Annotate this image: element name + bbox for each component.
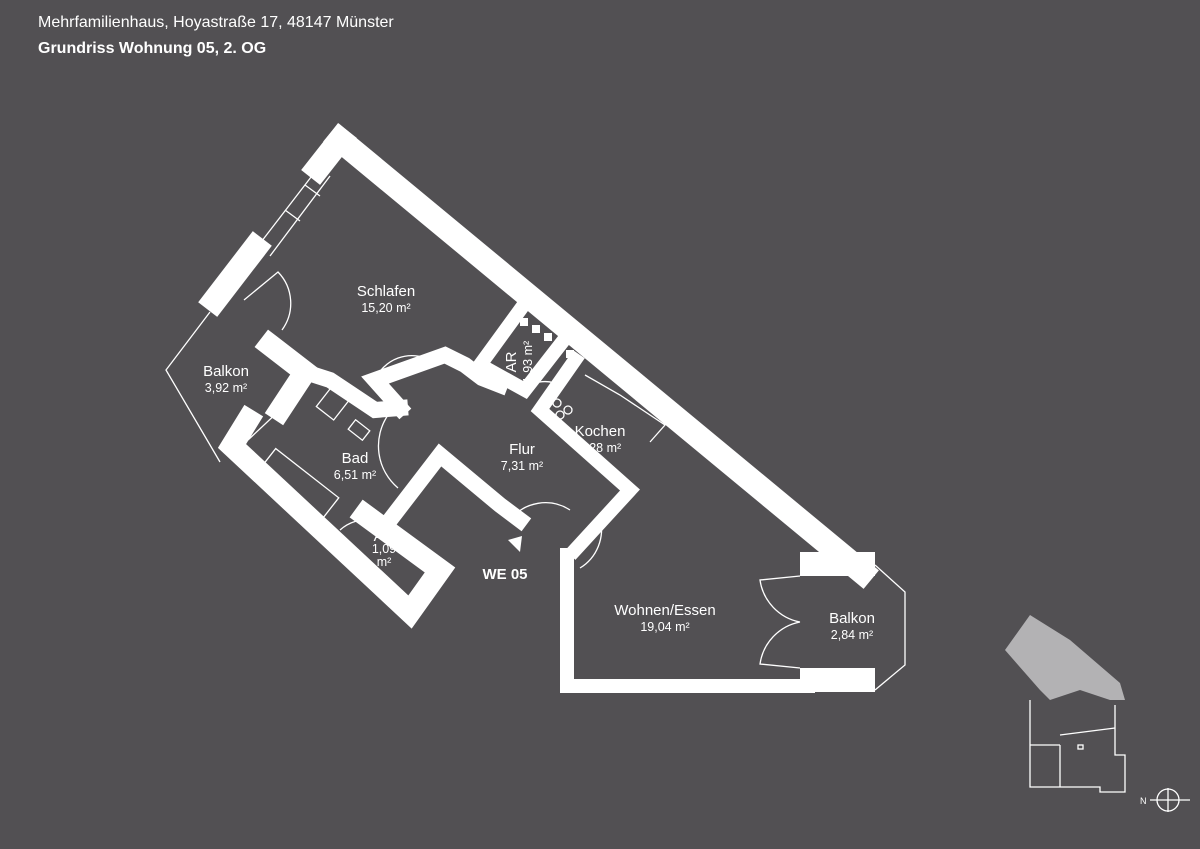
wall-northeast bbox=[323, 123, 879, 589]
compass-icon bbox=[1150, 788, 1190, 812]
wall bbox=[800, 668, 875, 692]
plan-title: Grundriss Wohnung 05, 2. OG bbox=[38, 40, 267, 57]
room-name: AR bbox=[373, 528, 395, 545]
door-swing bbox=[243, 271, 292, 331]
room-name: Balkon bbox=[829, 610, 875, 627]
room-name: Schlafen bbox=[356, 283, 416, 300]
wall bbox=[469, 300, 570, 400]
wall-wohnen bbox=[560, 548, 815, 693]
wall bbox=[301, 123, 357, 185]
unit-label: WE 05 bbox=[482, 566, 528, 583]
room-area: 19,04 m² bbox=[640, 620, 690, 634]
balcony-door-swing bbox=[759, 575, 801, 669]
shaft bbox=[520, 318, 574, 358]
room-name: Flur bbox=[509, 441, 535, 458]
window bbox=[269, 175, 331, 257]
balcony-railing bbox=[165, 311, 221, 463]
room-name: Bad bbox=[341, 450, 369, 467]
wall bbox=[361, 346, 511, 420]
room-area: 6,51 m² bbox=[333, 468, 377, 482]
wall bbox=[800, 552, 875, 576]
kitchen-counter bbox=[584, 374, 666, 443]
room-area: 1,93 m² bbox=[521, 340, 535, 384]
window bbox=[247, 409, 281, 441]
balcony-railing bbox=[874, 564, 906, 691]
window bbox=[257, 167, 319, 247]
wall bbox=[294, 361, 409, 419]
window bbox=[284, 209, 301, 222]
key-plan-highlight bbox=[1005, 615, 1125, 700]
room-name: Wohnen/Essen bbox=[614, 602, 716, 619]
room-area: 1,09 m² bbox=[371, 542, 397, 569]
room-area: 15,20 m² bbox=[361, 301, 411, 315]
sink-icon bbox=[347, 418, 371, 442]
door-swing bbox=[374, 355, 431, 381]
stove-icon bbox=[552, 398, 573, 420]
door-swing bbox=[339, 519, 373, 531]
key-plan: N bbox=[1005, 615, 1190, 812]
wall-southwest bbox=[217, 404, 456, 629]
toilet-icon bbox=[315, 385, 351, 421]
door-swing bbox=[377, 414, 399, 489]
room-area: 2,84 m² bbox=[830, 628, 874, 642]
room-name: Kochen bbox=[574, 423, 626, 440]
door-swing bbox=[579, 517, 603, 569]
room-area: 7,31 m² bbox=[500, 459, 544, 473]
room-area: 4,28 m² bbox=[578, 441, 622, 455]
room-name: Balkon bbox=[203, 363, 249, 380]
wall bbox=[530, 350, 640, 560]
north-label: N bbox=[1140, 796, 1147, 806]
entry-door-swing bbox=[509, 502, 571, 521]
room-name: AR bbox=[503, 351, 520, 373]
address-heading: Mehrfamilienhaus, Hoyastraße 17, 48147 M… bbox=[38, 14, 394, 31]
room-area: 3,92 m² bbox=[204, 381, 248, 395]
wall bbox=[198, 231, 272, 317]
entry-arrow-icon bbox=[508, 536, 522, 552]
window bbox=[304, 184, 321, 197]
bathtub-icon bbox=[256, 447, 340, 523]
wall-entry bbox=[378, 443, 532, 532]
